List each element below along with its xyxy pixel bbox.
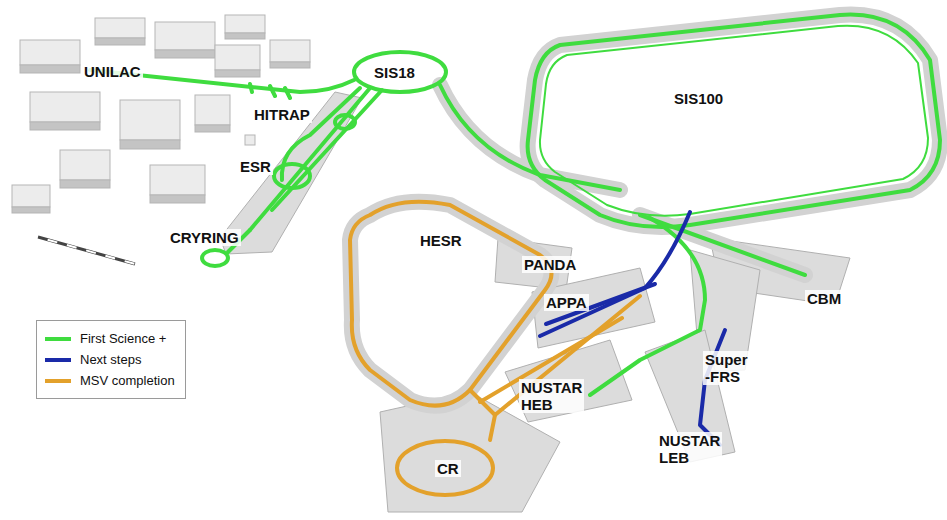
facility-label: CBM <box>805 290 843 307</box>
legend-row: MSV completion <box>45 370 175 391</box>
facility-label: ESR <box>238 158 273 175</box>
legend-box: First Science + Next stepsMSV completion <box>36 320 186 399</box>
legend-text: Next steps <box>80 352 141 367</box>
facility-label: CRYRING <box>168 229 241 246</box>
legend-swatch <box>45 337 71 341</box>
facility-label: NUSTAR HEB <box>519 379 584 413</box>
legend-swatch <box>45 358 71 362</box>
facility-label: NUSTAR LEB <box>657 432 722 466</box>
facility-label: Super -FRS <box>703 351 750 385</box>
legend-swatch <box>45 379 71 383</box>
facility-label: PANDA <box>522 256 578 273</box>
facility-label: HITRAP <box>252 106 312 123</box>
legend-row: First Science + <box>45 328 175 349</box>
facility-label: CR <box>435 460 461 477</box>
facility-label: SIS18 <box>372 64 417 81</box>
first-science-beamlines <box>90 15 940 395</box>
legend-text: MSV completion <box>80 373 175 388</box>
facility-label: UNILAC <box>82 63 143 80</box>
facility-label: HESR <box>418 232 464 249</box>
facility-label: APPA <box>544 294 589 311</box>
legend-text: First Science + <box>80 331 166 346</box>
msv-completion-beamlines <box>350 202 640 495</box>
facility-label: SIS100 <box>672 90 725 107</box>
legend-row: Next steps <box>45 349 175 370</box>
